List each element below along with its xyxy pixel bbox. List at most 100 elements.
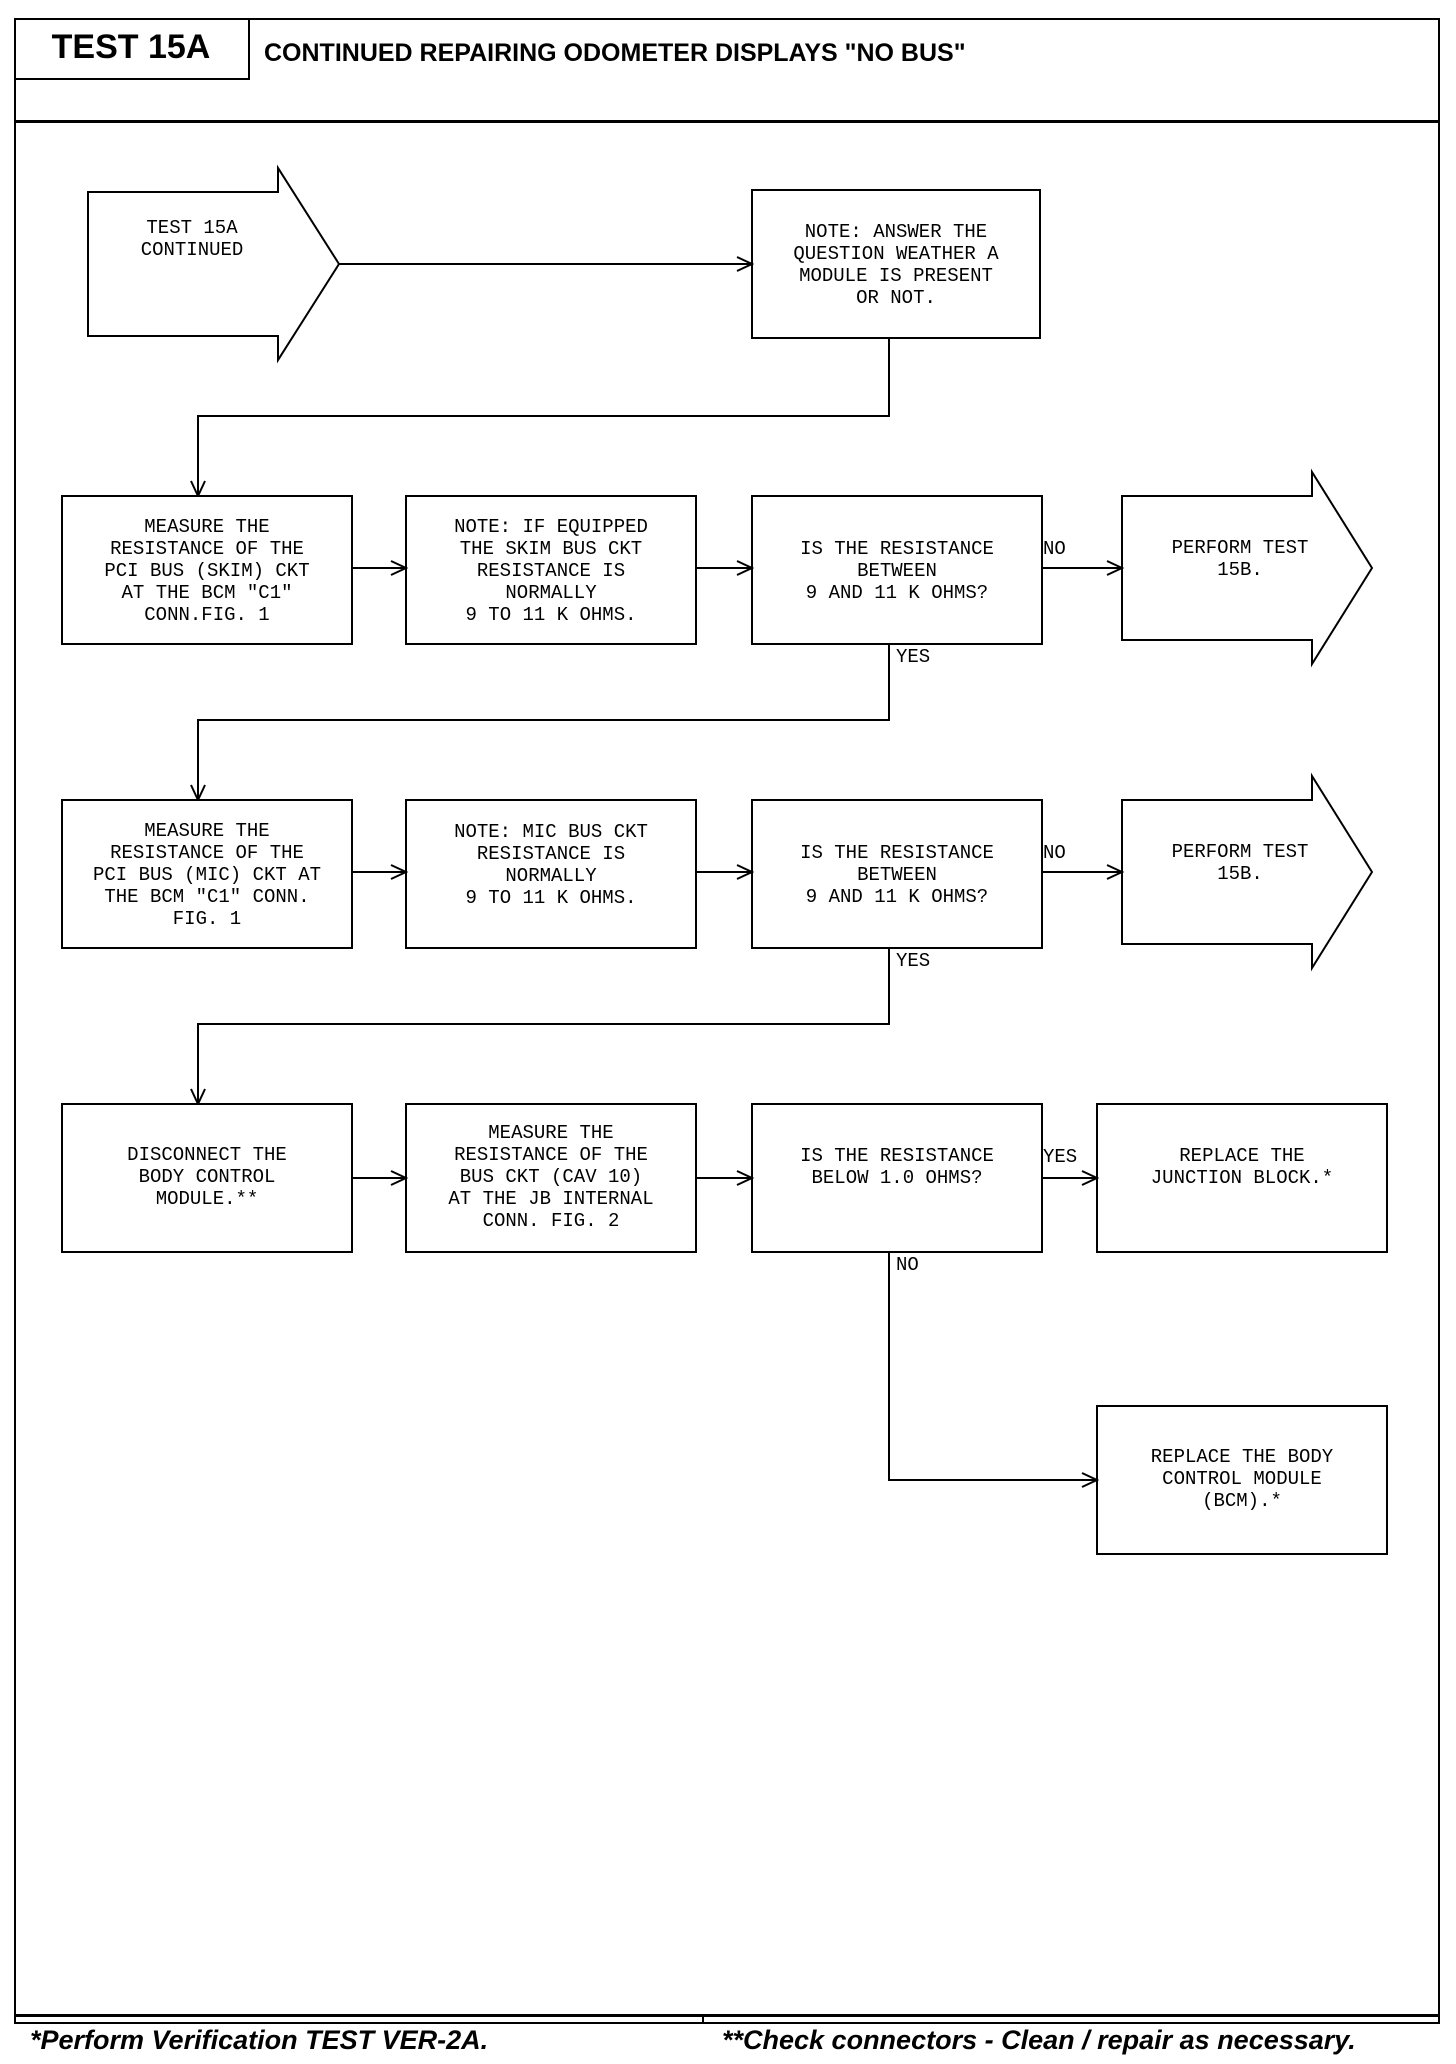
arrowhead-r1-measure-note: [390, 560, 409, 576]
box-text-line: RESISTANCE OF THE: [110, 842, 304, 864]
box-text-line: BODY CONTROL: [139, 1166, 276, 1188]
header-divider: [14, 120, 1440, 123]
row3-result-no-box: [1096, 1405, 1388, 1555]
box-text-line: RESISTANCE IS: [477, 560, 625, 582]
box-text-line: PCI BUS (SKIM) CKT: [104, 560, 309, 582]
box-text-line: BUS CKT (CAV 10): [460, 1166, 642, 1188]
box-text-line: THE SKIM BUS CKT: [460, 538, 642, 560]
box-text-line: RESISTANCE IS: [477, 843, 625, 865]
box-text-line: BETWEEN: [857, 864, 937, 886]
box-text-line: PCI BUS (MIC) CKT AT: [93, 864, 321, 886]
box-text-line: NOTE: IF EQUIPPED: [454, 516, 648, 538]
connector-r1-yes: [197, 644, 890, 800]
row2-measure-box: [61, 799, 353, 949]
box-text-line: AT THE JB INTERNAL: [448, 1188, 653, 1210]
box-text-line: OR NOT.: [856, 287, 936, 309]
box-text-line: REPLACE THE BODY: [1151, 1446, 1334, 1468]
box-text-line: BELOW 1.0 OHMS?: [811, 1167, 982, 1189]
footer-divider: [14, 2014, 1440, 2017]
box-text-line: MODULE.**: [156, 1188, 259, 1210]
box-text-line: AT THE BCM "C1": [121, 582, 292, 604]
box-text-line: IS THE RESISTANCE: [800, 842, 994, 864]
arrowhead-r2-note-question: [736, 864, 755, 880]
footer-note-connectors: **Check connectors - Clean / repair as n…: [722, 2025, 1356, 2055]
arrowhead-r3-measure-question: [736, 1170, 755, 1186]
arrowhead-r1-note-question: [736, 560, 755, 576]
box-text-line: MEASURE THE: [488, 1122, 613, 1144]
box-text-line: CONTROL MODULE: [1162, 1468, 1322, 1490]
row3-result-yes-box: [1096, 1103, 1388, 1253]
box-text-line: DISCONNECT THE: [127, 1144, 287, 1166]
connector-r2-yes: [197, 948, 890, 1104]
box-text-line: MEASURE THE: [144, 516, 269, 538]
box-text-line: BETWEEN: [857, 560, 937, 582]
box-text-line: RESISTANCE OF THE: [110, 538, 304, 560]
arrowhead-r3-no: [1081, 1472, 1100, 1488]
box-text-line: IS THE RESISTANCE: [800, 1145, 994, 1167]
row1-yes-label: YES: [896, 646, 930, 668]
row3-no-label: NO: [896, 1254, 919, 1276]
box-text-line: 9 TO 11 K OHMS.: [465, 604, 636, 626]
box-text-line: NORMALLY: [505, 865, 597, 887]
test-label: TEST 15A: [14, 18, 250, 80]
box-text-line: 15B.: [1217, 559, 1263, 581]
box-text-line: IS THE RESISTANCE: [800, 538, 994, 560]
row2-no-label: NO: [1043, 842, 1066, 864]
box-text-line: QUESTION WEATHER A: [793, 243, 999, 265]
row3-yes-label: YES: [1043, 1146, 1077, 1168]
box-text-line: (BCM).*: [1202, 1490, 1282, 1512]
box-text-line: 9 AND 11 K OHMS?: [806, 886, 988, 908]
row1-question-box: [751, 495, 1043, 645]
box-text-line: CONN. FIG. 2: [483, 1210, 620, 1232]
footer-separator: [702, 2014, 704, 2024]
arrowhead-r2-no: [1106, 864, 1125, 880]
row2-result-arrow: [1121, 772, 1374, 972]
box-text-line: MODULE IS PRESENT: [799, 265, 993, 287]
box-text-line: NOTE: ANSWER THE: [805, 221, 987, 243]
box-text-line: FIG. 1: [173, 908, 241, 930]
box-text-line: NOTE: MIC BUS CKT: [454, 821, 648, 843]
row2-yes-label: YES: [896, 950, 930, 972]
footer-note-verification: *Perform Verification TEST VER-2A.: [30, 2025, 489, 2055]
arrowhead-r2-measure-note: [390, 864, 409, 880]
arrowhead-r1-no: [1106, 560, 1125, 576]
page-title: CONTINUED REPAIRING ODOMETER DISPLAYS "N…: [264, 39, 966, 67]
box-text-line: PERFORM TEST: [1172, 537, 1309, 559]
box-text-line: CONTINUED: [141, 239, 244, 261]
page-frame: [14, 18, 1440, 2024]
row1-no-label: NO: [1043, 538, 1066, 560]
row2-question-box: [751, 799, 1043, 949]
row3-measure-box: [405, 1103, 697, 1253]
connector-note-row1: [197, 338, 890, 496]
note-module-box: [751, 189, 1041, 339]
box-text-line: THE BCM "C1" CONN.: [104, 886, 309, 908]
box-text-line: 15B.: [1217, 863, 1263, 885]
row2-note-box: [405, 799, 697, 949]
box-text-line: 9 TO 11 K OHMS.: [465, 887, 636, 909]
row3-question-box: [751, 1103, 1043, 1253]
box-text-line: JUNCTION BLOCK.*: [1151, 1167, 1333, 1189]
arrowhead-start-note: [736, 256, 755, 272]
arrowhead-r3-disconnect-measure: [390, 1170, 409, 1186]
connector-r3-no: [888, 1252, 1097, 1481]
box-text-line: REPLACE THE: [1179, 1145, 1304, 1167]
row1-note-box: [405, 495, 697, 645]
row3-disconnect-box: [61, 1103, 353, 1253]
box-text-line: MEASURE THE: [144, 820, 269, 842]
box-text-line: NORMALLY: [505, 582, 597, 604]
